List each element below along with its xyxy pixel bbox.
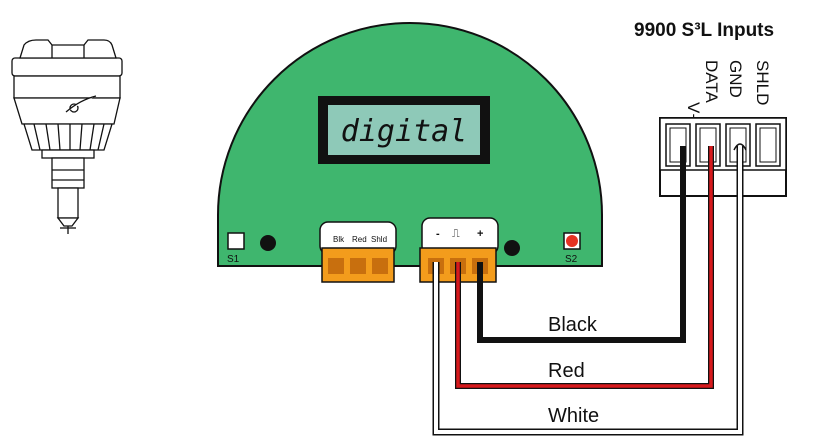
terminal-block [659,117,787,197]
mount-hole-right [504,240,520,256]
wire-label-black: Black [548,314,598,336]
wire-label-red: Red [548,360,585,382]
white-wire-end [733,143,747,151]
connector-right-label-plus: + [477,228,483,240]
terminal-label-data: DATA [702,60,721,103]
lcd-screen [328,105,480,155]
terminal-label-shld: SHLD [753,60,772,105]
terminal-label-gnd: GND [726,60,745,98]
connector-left-label-red: Red [352,235,367,244]
wire-white [432,146,744,436]
circuit-board: digital S1 S2 Blk Red Shld - ⎍ + [217,22,603,283]
connector-right-label-pulse: ⎍ [452,228,460,240]
s1-button[interactable] [227,232,245,250]
mount-hole-left [260,235,276,251]
connector-left-label-shld: Shld [371,235,387,244]
wire-black [477,146,686,343]
wire-label-white: White [548,405,599,427]
flow-sensor-drawing [11,39,123,234]
inputs-title: 9900 S³L Inputs [634,20,774,41]
connector-left: Blk Red Shld [319,221,397,283]
wire-red [455,146,714,389]
lcd-text: digital [341,114,467,149]
terminal-label-group: V+ DATA GND SHLD [684,60,772,123]
s1-label: S1 [227,254,240,265]
s2-label: S2 [565,254,578,265]
s2-button[interactable] [566,235,578,247]
connector-left-label-blk: Blk [333,235,345,244]
connector-right-label-minus: - [436,228,440,240]
